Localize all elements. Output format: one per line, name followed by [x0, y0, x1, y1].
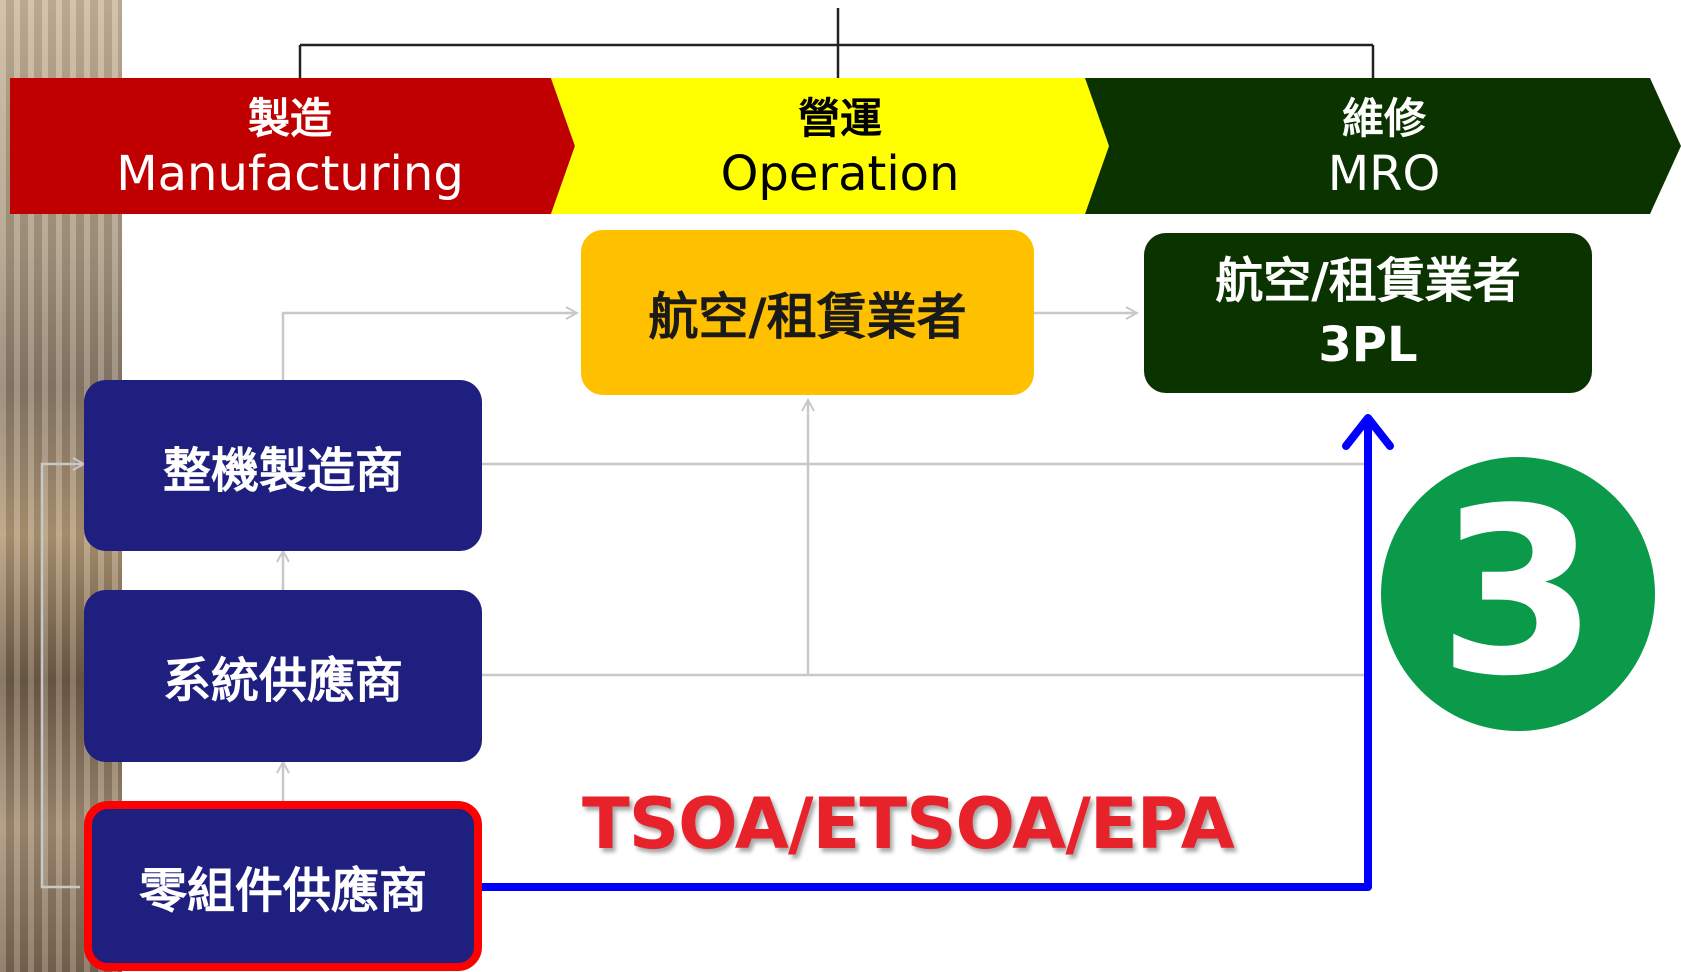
node-mro-provider: 航空/租賃業者 3PL — [1144, 233, 1592, 393]
stage-mro: 維修 MRO — [1109, 88, 1659, 208]
stage-arrow-operation — [551, 78, 1109, 214]
stage-mro-en: MRO — [1327, 146, 1441, 202]
route-label: TSOA/ETSOA/EPA — [582, 783, 1235, 865]
step-badge-number: 3 — [1437, 460, 1599, 727]
stage-manufacturing-en: Manufacturing — [116, 146, 464, 202]
node-operator: 航空/租賃業者 — [581, 230, 1034, 395]
step-badge: 3 — [1381, 457, 1655, 731]
certification-route — [478, 414, 1394, 891]
node-mro-line2: 3PL — [1318, 317, 1418, 373]
stage-operation-en: Operation — [720, 146, 960, 202]
gray-connectors — [40, 313, 1366, 889]
node-system-supplier: 系統供應商 — [84, 590, 482, 762]
node-operator-label: 航空/租賃業者 — [648, 287, 967, 346]
top-bracket — [298, 8, 1375, 82]
stage-arrow-manufacturing — [10, 78, 575, 214]
stage-operation-zh: 營運 — [797, 94, 882, 143]
stage-manufacturing: 製造 Manufacturing — [10, 88, 570, 208]
stage-manufacturing-zh: 製造 — [247, 94, 332, 143]
stage-arrow-mro — [1085, 78, 1681, 214]
node-airframe-label: 整機製造商 — [162, 442, 403, 499]
stage-operation: 營運 Operation — [575, 88, 1105, 208]
node-parts-supplier: 零組件供應商 — [84, 801, 482, 971]
node-mro-line1: 航空/租賃業者 — [1215, 253, 1521, 309]
stage-mro-zh: 維修 — [1341, 94, 1426, 143]
node-system-label: 系統供應商 — [162, 653, 403, 709]
node-airframe-manufacturer: 整機製造商 — [84, 380, 482, 551]
node-parts-label: 零組件供應商 — [138, 863, 427, 919]
